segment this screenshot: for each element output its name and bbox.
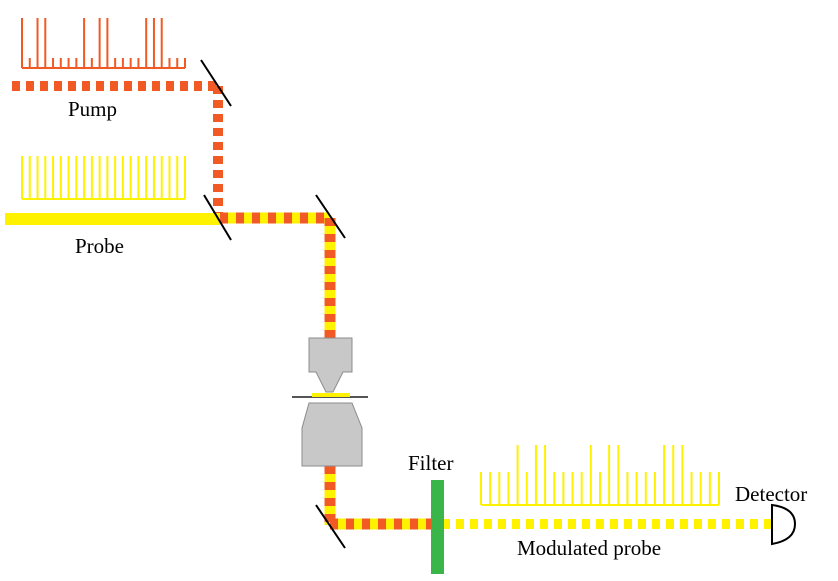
mirrors — [200, 59, 346, 549]
detector-label: Detector — [735, 482, 807, 506]
filter — [431, 480, 444, 574]
detector-icon — [771, 503, 797, 546]
upper-objective — [308, 337, 353, 393]
pump-pulse-train — [21, 18, 186, 69]
probe-pulse-train — [21, 156, 186, 200]
sample — [312, 393, 350, 397]
mirror-3 — [315, 194, 346, 239]
mirror-4 — [315, 504, 346, 549]
modulated-probe-pulse-train — [480, 445, 720, 506]
mirror-1 — [200, 59, 232, 107]
microscope-objectives — [292, 337, 368, 467]
lower-objective — [301, 402, 363, 467]
filter-label: Filter — [408, 451, 454, 475]
modulated-probe-label: Modulated probe — [517, 536, 661, 560]
pump-label: Pump — [68, 97, 117, 121]
mirror-2 — [203, 194, 232, 241]
probe-label: Probe — [75, 234, 124, 258]
pump-beam — [12, 81, 223, 215]
combined-beam — [220, 212, 436, 530]
